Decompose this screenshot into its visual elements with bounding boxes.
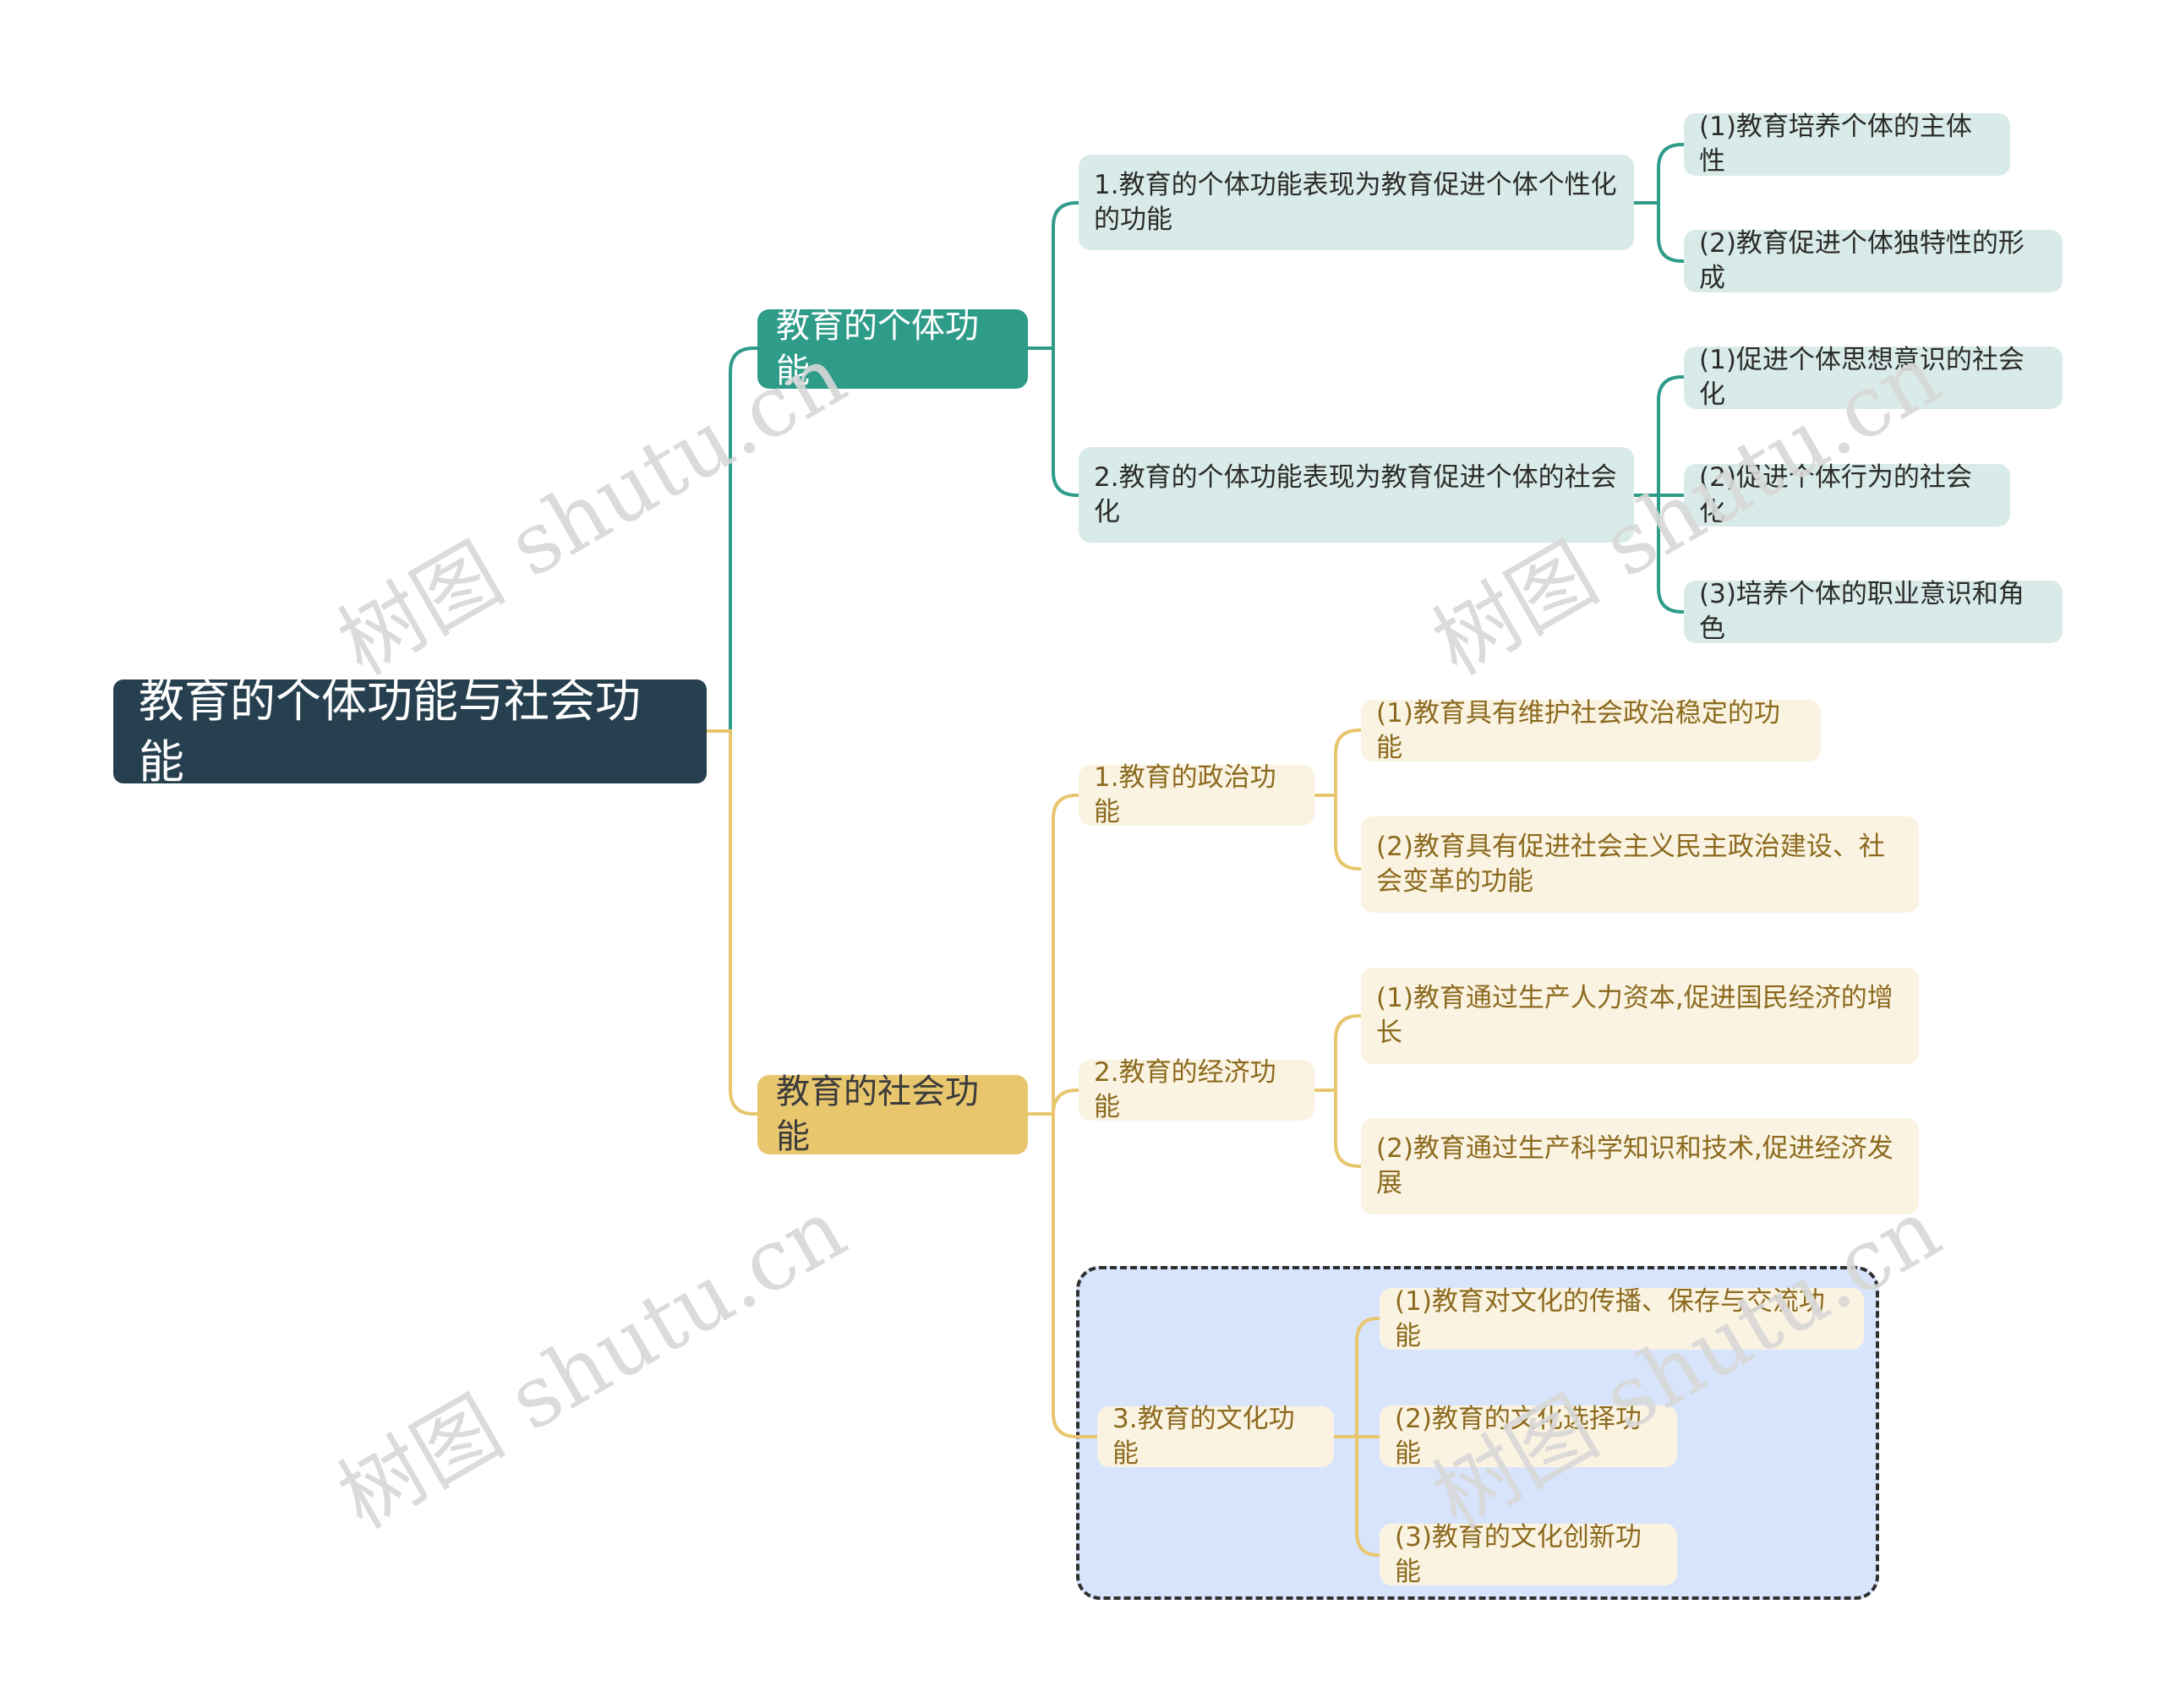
- connector-cul-a: [1334, 1317, 1380, 1438]
- connector-individual-2: [1028, 347, 1079, 497]
- individual-1-item-2-label: (2)教育促进个体独特性的形成: [1699, 228, 2025, 293]
- cultural-item-1[interactable]: (1)教育对文化的传播、保存与交流功能: [1380, 1286, 1864, 1351]
- individual-2-item-2-label: (2)促进个体行为的社会化: [1699, 462, 1972, 527]
- social-cultural[interactable]: 3.教育的文化功能: [1097, 1404, 1334, 1469]
- cultural-item-1-label: (1)教育对文化的传播、保存与交流功能: [1395, 1285, 1825, 1351]
- economic-item-1[interactable]: (1)教育通过生产人力资本,促进国民经济的增长: [1361, 968, 1919, 1064]
- social-economic[interactable]: 2.教育的经济功能: [1079, 1057, 1314, 1122]
- connector-root-individual: [707, 347, 757, 733]
- branch-individual-label: 教育的个体功能: [776, 307, 979, 390]
- individual-topic-2-label: 2.教育的个体功能表现为教育促进个体的社会化: [1094, 461, 1617, 527]
- economic-item-1-label: (1)教育通过生产人力资本,促进国民经济的增长: [1376, 983, 1894, 1048]
- connector-social-3: [1028, 1112, 1097, 1438]
- connector-ind2-a: [1634, 375, 1684, 497]
- connector-ind1-a: [1634, 143, 1684, 205]
- connector-social-1: [1028, 794, 1079, 1116]
- connector-eco-b: [1314, 1089, 1361, 1168]
- economic-item-2-label: (2)教育通过生产科学知识和技术,促进经济发展: [1376, 1133, 1894, 1198]
- root-node[interactable]: 教育的个体功能与社会功能: [113, 674, 707, 789]
- connector-ind2-c: [1634, 494, 1684, 614]
- individual-2-item-1[interactable]: (1)促进个体思想意识的社会化: [1684, 345, 2063, 410]
- individual-1-item-2[interactable]: (2)教育促进个体独特性的形成: [1684, 228, 2063, 293]
- connector-root-social: [707, 729, 757, 1116]
- connector-ind1-b: [1634, 201, 1684, 263]
- branch-social-label: 教育的社会功能: [776, 1072, 979, 1156]
- root-label: 教育的个体功能与社会功能: [139, 674, 641, 789]
- individual-1-item-1-label: (1)教育培养个体的主体性: [1699, 112, 1972, 177]
- individual-1-item-1[interactable]: (1)教育培养个体的主体性: [1684, 112, 2010, 177]
- social-political[interactable]: 1.教育的政治功能: [1079, 762, 1314, 827]
- individual-2-item-1-label: (1)促进个体思想意识的社会化: [1699, 345, 2025, 410]
- individual-2-item-3-label: (3)培养个体的职业意识和角色: [1699, 579, 2025, 644]
- political-item-1-label: (1)教育具有维护社会政治稳定的功能: [1376, 697, 1780, 763]
- economic-item-2[interactable]: (2)教育通过生产科学知识和技术,促进经济发展: [1361, 1118, 1919, 1214]
- cultural-item-2-label: (2)教育的文化选择功能: [1395, 1403, 1642, 1469]
- individual-topic-2[interactable]: 2.教育的个体功能表现为教育促进个体的社会化: [1079, 447, 1634, 543]
- cultural-item-2[interactable]: (2)教育的文化选择功能: [1380, 1404, 1677, 1469]
- connector-cul-c: [1334, 1435, 1380, 1557]
- connector-individual-1: [1028, 201, 1079, 350]
- branch-individual-function[interactable]: 教育的个体功能: [757, 307, 1028, 390]
- individual-2-item-3[interactable]: (3)培养个体的职业意识和角色: [1684, 579, 2063, 644]
- social-political-label: 1.教育的政治功能: [1094, 762, 1276, 827]
- political-item-2[interactable]: (2)教育具有促进社会主义民主政治建设、社会变革的功能: [1361, 816, 1919, 913]
- cultural-item-3[interactable]: (3)教育的文化创新功能: [1380, 1522, 1677, 1587]
- connector-pol-b: [1314, 794, 1361, 870]
- political-item-1[interactable]: (1)教育具有维护社会政治稳定的功能: [1361, 698, 1821, 763]
- individual-topic-1[interactable]: 1.教育的个体功能表现为教育促进个体个性化的功能: [1079, 155, 1634, 250]
- social-cultural-label: 3.教育的文化功能: [1112, 1404, 1295, 1469]
- cultural-item-3-label: (3)教育的文化创新功能: [1395, 1521, 1642, 1587]
- social-economic-label: 2.教育的经济功能: [1094, 1057, 1276, 1122]
- connector-pol-a: [1314, 728, 1361, 797]
- political-item-2-label: (2)教育具有促进社会主义民主政治建设、社会变革的功能: [1376, 832, 1885, 897]
- individual-2-item-2[interactable]: (2)促进个体行为的社会化: [1684, 462, 2010, 527]
- individual-topic-1-label: 1.教育的个体功能表现为教育促进个体个性化的功能: [1094, 169, 1617, 235]
- branch-social-function[interactable]: 教育的社会功能: [757, 1072, 1028, 1156]
- connector-eco-a: [1314, 1014, 1361, 1092]
